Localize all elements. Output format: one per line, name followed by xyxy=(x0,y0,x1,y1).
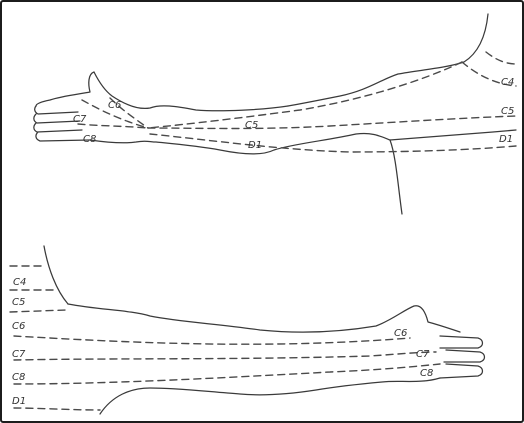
upper-label-c5-shoulder: C5 xyxy=(501,106,514,117)
lower-label-c8: C8 xyxy=(12,372,25,383)
upper-label-c7-hand: C7 xyxy=(73,114,87,125)
lower-label-c5: C5 xyxy=(12,297,25,308)
lower-label-d1: D1 xyxy=(12,396,26,407)
upper-label-c6-hand: C6 xyxy=(108,100,121,111)
upper-label-d1-mid: D1 xyxy=(248,140,262,151)
lower-label-c7: C7 xyxy=(12,349,26,360)
lower-label-c8-hand: C8 xyxy=(420,368,433,379)
lower-label-c4: C4 xyxy=(13,277,26,288)
lower-label-c7-hand: C7 xyxy=(416,349,430,360)
lower-label-c6: C6 xyxy=(12,321,25,332)
upper-label-c8-hand: C8 xyxy=(83,134,96,145)
upper-label-c4: C4 xyxy=(501,77,514,88)
upper-label-c5-mid: C5 xyxy=(245,120,258,131)
upper-label-d1-shoulder: D1 xyxy=(499,134,513,145)
lower-label-c6-hand: C6 xyxy=(394,328,407,339)
